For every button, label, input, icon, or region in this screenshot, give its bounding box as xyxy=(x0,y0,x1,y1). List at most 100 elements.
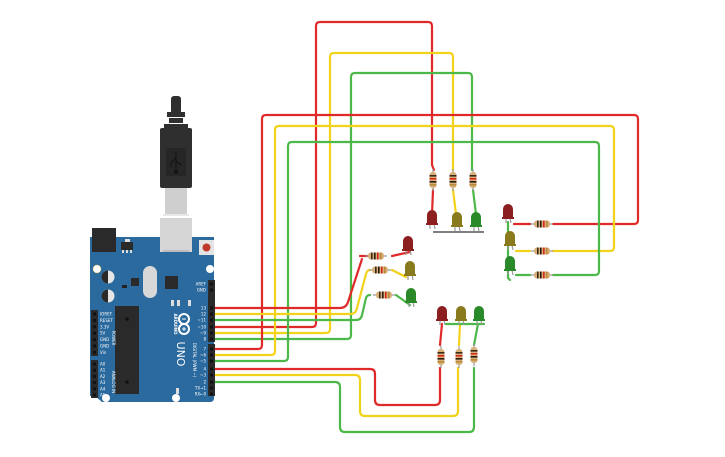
resistor-east-red[interactable] xyxy=(531,220,553,228)
header-pin[interactable] xyxy=(210,288,213,292)
power-pin-label: 3.3V xyxy=(100,324,109,329)
header-pin[interactable] xyxy=(93,331,96,335)
resistor-south-yellow[interactable] xyxy=(455,346,463,368)
usb-cable[interactable] xyxy=(160,96,192,216)
components xyxy=(365,169,553,368)
arduino-logo-icon xyxy=(178,313,190,335)
wire-pin4-red[interactable] xyxy=(212,366,442,407)
led-north-green[interactable] xyxy=(470,212,482,232)
header-pin[interactable] xyxy=(93,393,96,397)
led-east-yellow[interactable] xyxy=(504,231,516,251)
resistor-west-yellow[interactable] xyxy=(369,266,391,274)
power-pin-label: 5V xyxy=(100,331,106,336)
wire-pin5-green[interactable] xyxy=(212,140,601,363)
resistor-south-green[interactable] xyxy=(470,344,478,366)
header-pin[interactable] xyxy=(210,337,213,341)
power-pin-label: Vin xyxy=(100,350,107,355)
wire-south-green-led xyxy=(472,322,480,347)
wire-west-yellow-led xyxy=(390,268,408,279)
resistor-north-green[interactable] xyxy=(469,169,477,191)
mounting-hole xyxy=(206,265,214,273)
header-pin[interactable] xyxy=(210,347,213,351)
header-pin[interactable] xyxy=(210,318,213,322)
wire-south-red-led xyxy=(438,322,444,347)
header-pin[interactable] xyxy=(93,312,96,316)
wire-pin3-yellow[interactable] xyxy=(212,366,460,418)
digital-pin-label: 2 xyxy=(203,380,206,385)
usb-icon xyxy=(170,152,182,174)
power-label: POWER xyxy=(111,331,116,346)
header-pin[interactable] xyxy=(93,381,96,385)
digital-pin-label: 7 xyxy=(203,347,206,352)
led-south-red[interactable] xyxy=(436,306,448,326)
led-west-red[interactable] xyxy=(402,236,414,256)
digital-pin-label: ~6 xyxy=(200,353,206,358)
led-south-yellow[interactable] xyxy=(455,306,467,326)
header-pin[interactable] xyxy=(210,367,213,371)
digital-pin-label: 12 xyxy=(201,312,207,317)
power-pin-label: RESET xyxy=(100,318,113,323)
wire-pin13-red[interactable] xyxy=(212,257,364,310)
led-west-yellow[interactable] xyxy=(404,261,416,281)
led-north-yellow[interactable] xyxy=(451,212,463,232)
resistor-east-green[interactable] xyxy=(531,271,553,279)
led-east-red[interactable] xyxy=(502,204,514,224)
wires xyxy=(212,20,640,434)
resistor-north-red[interactable] xyxy=(429,169,437,191)
header-pin[interactable] xyxy=(210,306,213,310)
analog-header xyxy=(91,360,98,398)
header-pin[interactable] xyxy=(93,368,96,372)
wire-north-green-led xyxy=(471,188,478,216)
header-pin[interactable] xyxy=(210,386,213,390)
header-pin[interactable] xyxy=(93,374,96,378)
resistor-east-yellow[interactable] xyxy=(531,247,553,255)
wire-pin7-red[interactable] xyxy=(212,113,640,351)
header-pin[interactable] xyxy=(210,331,213,335)
header-pin[interactable] xyxy=(93,325,96,329)
digital-label: DIGITAL (PWM ~) xyxy=(192,343,197,378)
wire-pin12-yellow[interactable] xyxy=(212,268,372,316)
wire-pin9-yellow[interactable] xyxy=(212,51,455,335)
header-pin[interactable] xyxy=(210,392,213,396)
digital-pin-label: ~10 xyxy=(198,325,207,330)
digital-pin-label: ~9 xyxy=(200,331,206,336)
resistor-west-red[interactable] xyxy=(365,252,387,260)
wire-west-green-led xyxy=(394,293,412,307)
usb-port xyxy=(160,218,192,252)
wire-pin6-yellow[interactable] xyxy=(212,124,616,357)
header-pin[interactable] xyxy=(210,282,213,286)
digital-pin-label: TX→1 xyxy=(194,386,207,391)
header-pin[interactable] xyxy=(93,387,96,391)
header-pin[interactable] xyxy=(210,359,213,363)
wire-pin2-green[interactable] xyxy=(212,366,476,434)
header-pin[interactable] xyxy=(210,325,213,329)
resistor-west-green[interactable] xyxy=(373,291,395,299)
header-pin[interactable] xyxy=(93,318,96,322)
led-south-green[interactable] xyxy=(473,306,485,326)
arduino-board[interactable]: ARDUINO UNO DIGITAL (PWM ~) POWER ANALOG… xyxy=(90,218,215,402)
led-north-red[interactable] xyxy=(426,210,438,230)
header-pin[interactable] xyxy=(93,344,96,348)
wire-pin10-red[interactable] xyxy=(212,20,436,329)
wire-pin8-green[interactable] xyxy=(212,71,474,341)
digital-pin-label: ~5 xyxy=(200,359,206,364)
resistor-north-yellow[interactable] xyxy=(449,169,457,191)
crystal xyxy=(143,266,157,298)
header-pin[interactable] xyxy=(93,362,96,366)
power-pin-label: GND xyxy=(100,344,109,349)
digital-pin-label: GND xyxy=(197,288,206,293)
header-pin[interactable] xyxy=(93,350,96,354)
header-pin[interactable] xyxy=(210,312,213,316)
header-pin[interactable] xyxy=(210,373,213,377)
led-west-green[interactable] xyxy=(405,288,417,308)
wire-pin11-green[interactable] xyxy=(212,293,372,322)
header-pin[interactable] xyxy=(210,380,213,384)
digital-pin-label: ~11 xyxy=(198,318,207,323)
led-east-green[interactable] xyxy=(504,256,516,276)
header-pin[interactable] xyxy=(93,338,96,342)
header-pin[interactable] xyxy=(210,353,213,357)
resistor-south-red[interactable] xyxy=(437,346,445,368)
